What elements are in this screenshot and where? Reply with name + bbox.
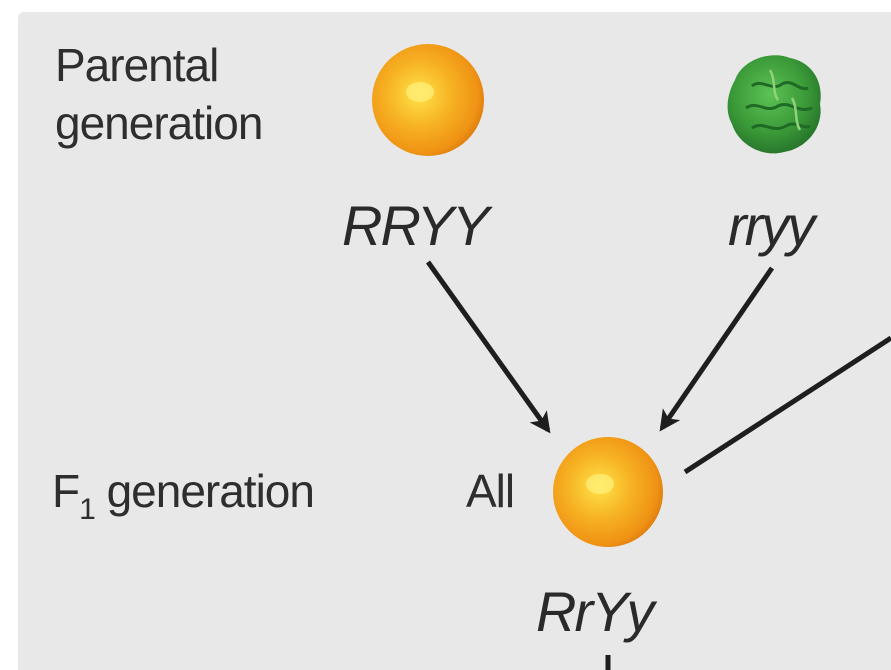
arrow-parent2-to-f1 [659, 266, 775, 432]
f1-label-suffix: generation [94, 465, 315, 517]
parent1-yellow-round-pea-icon [372, 44, 484, 156]
f1-label-prefix: F [52, 465, 80, 517]
parental-generation-label: Parental generation [55, 36, 263, 152]
parent2-genotype: rryy [728, 194, 815, 257]
f1-genotype: RrYy [536, 580, 654, 643]
arrow-f1-to-next [683, 335, 891, 475]
f1-all-label: All [466, 465, 515, 517]
arrow-parent1-to-f1 [425, 260, 551, 434]
parental-label-line2: generation [55, 97, 263, 149]
parent2-green-wrinkled-pea-icon [727, 55, 821, 154]
f1-yellow-round-pea-icon [553, 437, 663, 547]
parental-label-line1: Parental [55, 39, 219, 91]
parent1-genotype: RRYY [342, 194, 490, 257]
f1-generation-label: F1 generation [52, 462, 315, 539]
f1-label-subscript: 1 [79, 493, 96, 526]
